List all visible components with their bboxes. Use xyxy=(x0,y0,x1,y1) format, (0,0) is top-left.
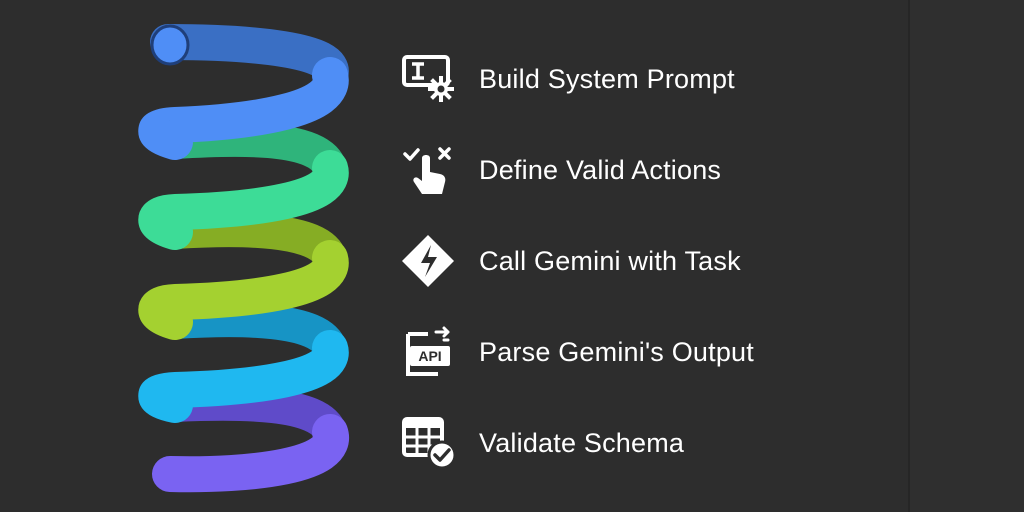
right-panel xyxy=(910,0,1024,512)
step-label: Build System Prompt xyxy=(479,63,735,94)
coil-back-segment xyxy=(158,386,347,449)
right-divider xyxy=(908,0,910,512)
step-parse-gemini-output: API Parse Gemini's Output xyxy=(400,324,754,380)
coil-front-lime xyxy=(138,240,349,340)
svg-text:API: API xyxy=(418,348,441,364)
step-label: Call Gemini with Task xyxy=(479,245,741,276)
coil-back-segment xyxy=(150,24,349,93)
coil-front-purple xyxy=(152,414,349,493)
api-document-icon: API xyxy=(400,324,460,380)
coil-back-segment xyxy=(158,303,347,365)
step-call-gemini-with-task: Call Gemini with Task xyxy=(400,233,741,289)
step-validate-schema: Validate Schema xyxy=(400,415,684,471)
step-label: Define Valid Actions xyxy=(479,154,722,185)
table-check-icon xyxy=(400,415,460,471)
step-label: Validate Schema xyxy=(479,427,685,458)
step-define-valid-actions: Define Valid Actions xyxy=(400,142,721,198)
step-label: Parse Gemini's Output xyxy=(479,336,754,367)
coil-front-cyan xyxy=(138,330,349,423)
coil-back-segment xyxy=(158,122,347,185)
coil-front-green xyxy=(138,150,349,250)
text-cursor-gear-icon xyxy=(400,51,460,107)
steps-list: Build System Prompt Define Valid Actions… xyxy=(400,34,880,494)
step-build-system-prompt: Build System Prompt xyxy=(400,51,735,107)
coil-front-blue xyxy=(138,57,349,160)
coil-back-segment xyxy=(158,213,347,275)
tap-check-cross-icon xyxy=(400,142,460,198)
diamond-bolt-icon xyxy=(400,233,460,289)
coil-top-cap xyxy=(150,24,190,66)
spring-coil-graphic xyxy=(138,24,349,493)
